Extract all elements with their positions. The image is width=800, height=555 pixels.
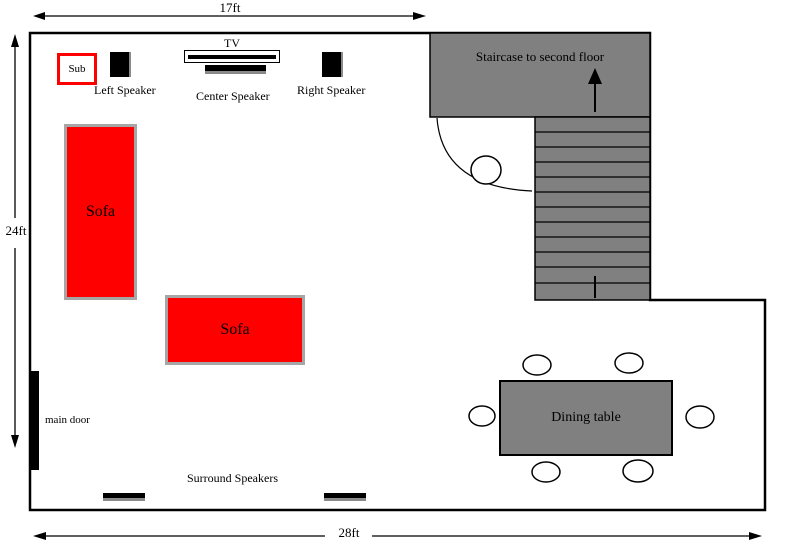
- surround-speakers-label: Surround Speakers: [187, 471, 278, 485]
- right-speaker-label: Right Speaker: [297, 83, 366, 97]
- right-speaker: [322, 52, 343, 77]
- dim-top-arrow: [33, 12, 426, 20]
- tv: [184, 50, 280, 63]
- sofa-vertical: Sofa: [64, 124, 137, 300]
- subwoofer: Sub: [57, 53, 97, 85]
- sofa-label: Sofa: [85, 203, 116, 220]
- door-circle: [470, 155, 502, 185]
- chair: [531, 461, 561, 483]
- chair: [522, 354, 552, 376]
- chair: [468, 405, 496, 427]
- dim-left-arrow: [11, 34, 19, 448]
- center-speaker: [205, 65, 266, 74]
- dining-table: Dining table: [499, 380, 673, 456]
- staircase-label: Staircase to second floor: [475, 49, 605, 64]
- door-swing-arc: [436, 117, 533, 192]
- surround-speaker-left: [103, 493, 145, 501]
- chair: [622, 459, 654, 483]
- left-speaker: [110, 52, 131, 77]
- center-speaker-label: Center Speaker: [196, 89, 270, 103]
- main-door: [29, 371, 39, 470]
- stairs-up-arrowhead: [588, 68, 602, 84]
- dining-table-label: Dining table: [551, 410, 621, 425]
- dimension-bottom-label: 28ft: [326, 525, 372, 541]
- stair-treads: [535, 131, 650, 284]
- dimension-left-label: 24ft: [5, 223, 27, 238]
- subwoofer-label: Sub: [68, 63, 86, 75]
- surround-speaker-right: [324, 493, 366, 501]
- main-door-label: main door: [45, 414, 90, 426]
- chair: [685, 405, 715, 429]
- sofa-label: Sofa: [220, 321, 250, 338]
- tv-screen-bar: [188, 55, 276, 59]
- stairs: [534, 116, 651, 301]
- left-speaker-label: Left Speaker: [94, 83, 156, 97]
- dimension-top-label: 17ft: [219, 0, 241, 15]
- staircase-landing: [429, 32, 651, 118]
- dim-bottom-arrow: [33, 532, 762, 540]
- chair: [614, 352, 644, 374]
- tv-label: TV: [224, 36, 240, 50]
- dining-chairs: [468, 352, 715, 483]
- sofa-horizontal: Sofa: [165, 295, 305, 365]
